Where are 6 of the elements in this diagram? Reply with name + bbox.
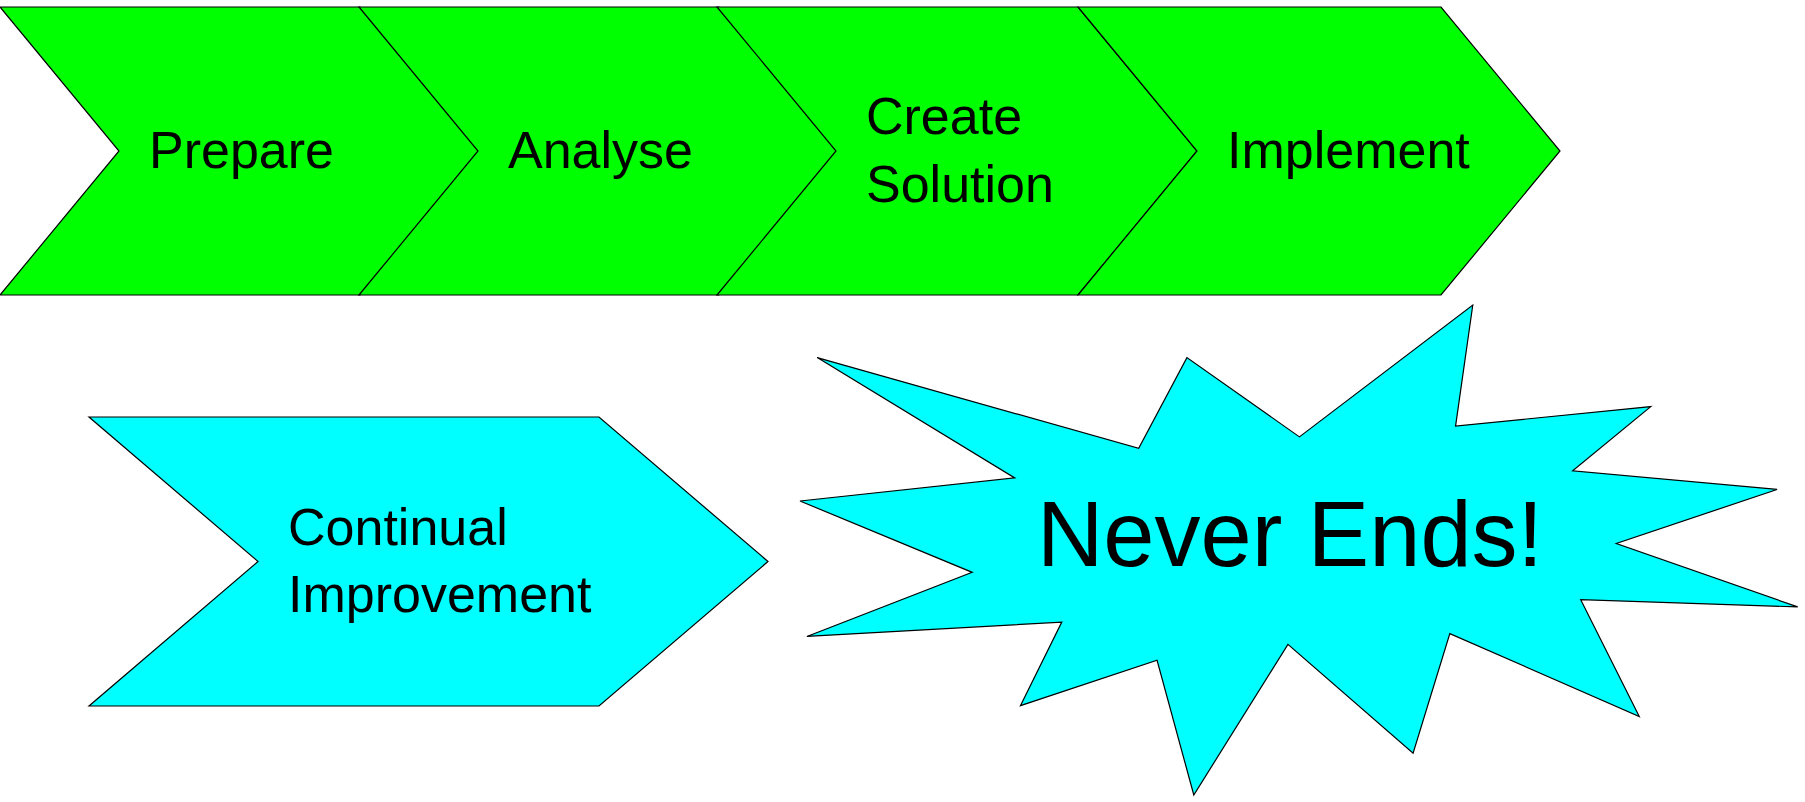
step-label: Analyse	[508, 120, 694, 182]
step-label: Create Solution	[866, 86, 1055, 215]
step-label: Continual Improvement	[288, 496, 593, 626]
step-label: Prepare	[149, 120, 335, 182]
step-label: Implement	[1227, 120, 1471, 182]
starburst-label: Never Ends!	[1036, 482, 1544, 588]
